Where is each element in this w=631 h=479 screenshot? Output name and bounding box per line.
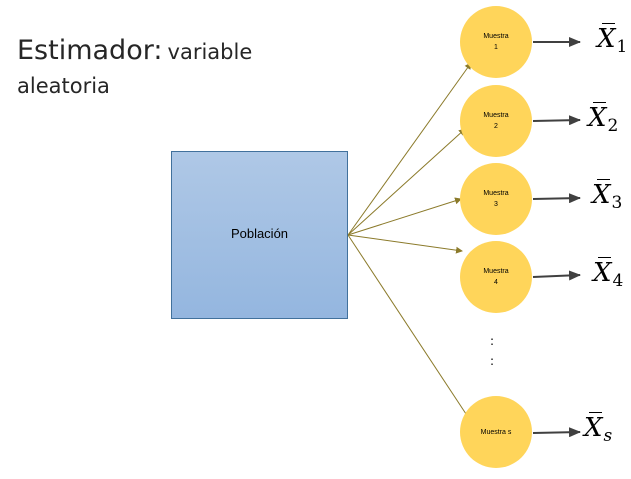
slide-title: Estimador: variable aleatoria [17,34,317,104]
estimator-symbol: X [592,179,611,210]
sample-node-1: Muestra 1 [460,6,532,78]
output-arrow-4 [532,270,581,281]
output-arrow-5 [532,427,581,438]
ellipsis-dot-2: : [490,354,495,368]
connector-lines [347,62,472,421]
estimator-symbol: X [597,23,616,54]
sample-number: 1 [494,44,498,51]
ellipsis-dot-1: : [490,334,495,348]
output-arrow-2 [532,115,581,126]
sample-number: 2 [494,123,498,130]
estimator-symbol: X [593,257,612,288]
sample-label: Muestra [483,112,509,119]
connector-line-2 [347,128,466,236]
sample-node-2: Muestra 2 [460,85,532,157]
sample-label: Muestra [483,33,509,40]
connector-line-1 [347,62,472,236]
estimator-label-s: Xs [584,412,613,446]
sample-node-s: Muestra s [460,396,532,468]
output-arrow-3 [532,193,581,204]
sample-node-3: Muestra 3 [460,163,532,235]
estimator-subscript: s [603,426,613,446]
estimator-symbol: X [588,102,607,133]
population-box: Población [171,151,348,319]
sample-number: 3 [494,201,498,208]
title-rest: variable aleatoria [17,40,253,98]
connector-line-3 [347,197,462,236]
estimator-label-3: X3 [592,179,623,213]
estimator-subscript: 3 [611,193,623,213]
estimator-label-1: X1 [597,23,628,57]
estimator-subscript: 1 [616,37,628,57]
sample-label: Muestra [483,268,509,275]
connector-line-4 [347,234,463,254]
population-label: Población [230,225,289,241]
sample-number: 4 [494,279,498,286]
output-arrows [532,37,581,438]
estimator-label-4: X4 [593,257,624,291]
estimator-symbol: X [584,412,603,443]
connector-line-5 [347,234,471,421]
estimator-subscript: 4 [612,271,624,291]
sample-node-4: Muestra 4 [460,241,532,313]
title-main: Estimador: [17,35,163,66]
sample-label: Muestra [483,190,509,197]
sample-label: Muestra s [480,428,512,436]
estimator-label-2: X2 [588,102,619,136]
estimator-subscript: 2 [607,116,619,136]
